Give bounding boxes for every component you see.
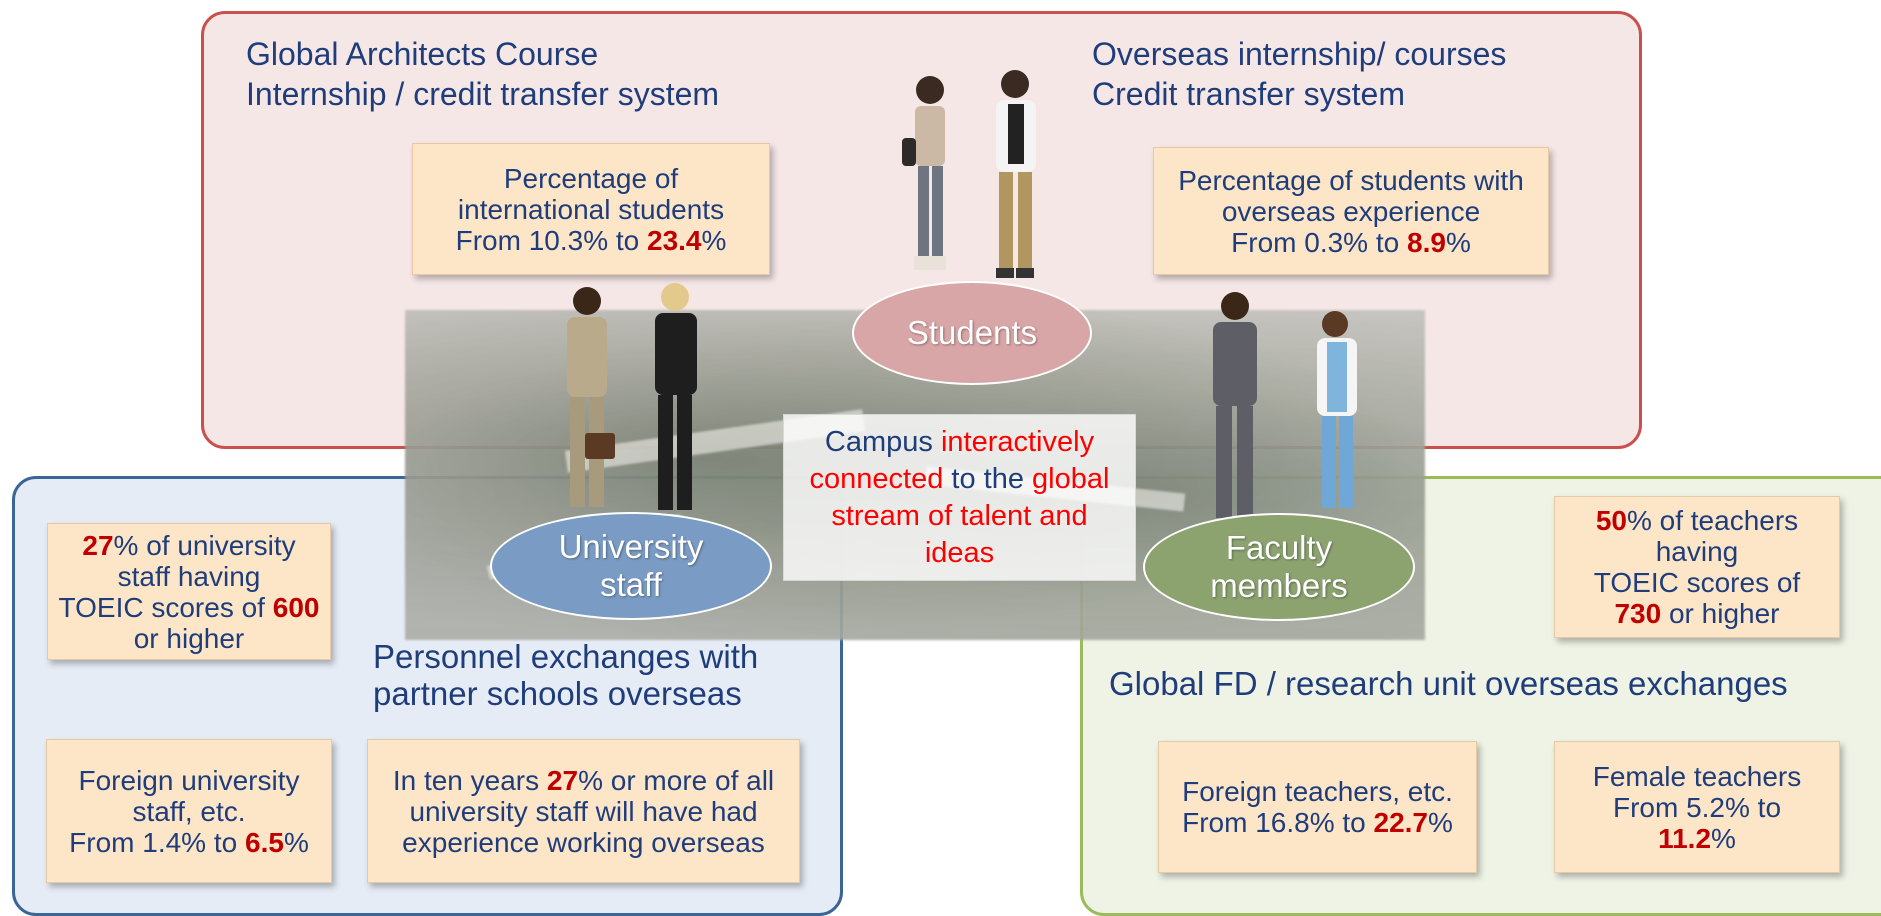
text: % — [701, 224, 727, 256]
text: % of teachers — [1626, 505, 1799, 536]
box-line: or higher — [133, 622, 245, 654]
box-line: From 16.8% to 22.7% — [1182, 807, 1453, 838]
faculty-people-image — [1213, 292, 1357, 518]
center-line: ideas — [924, 536, 995, 569]
red-text: connected — [809, 462, 944, 495]
students-left-heading: Global Architects Course Internship / cr… — [246, 34, 719, 114]
students-right-heading: Overseas internship/ courses Credit tran… — [1092, 34, 1506, 114]
heading-line: Overseas internship/ courses — [1092, 36, 1507, 72]
text: From 16.8% to — [1182, 807, 1374, 838]
text: % — [283, 826, 309, 858]
text: % — [1445, 226, 1471, 258]
box-line: TOEIC scores of — [1593, 567, 1801, 598]
box-line: having — [1655, 536, 1739, 567]
heading-line: Internship / credit transfer system — [246, 76, 720, 112]
center-line: Campus interactively — [825, 424, 1094, 461]
bubble-label: staff — [600, 566, 662, 603]
foreign-teachers-box: Foreign teachers, etc. From 16.8% to 22.… — [1158, 741, 1477, 873]
text: % or more of all — [578, 764, 775, 796]
text: From 1.4% to — [69, 826, 245, 858]
text: Campus — [824, 425, 941, 458]
heading-line: Global Architects Course — [246, 36, 599, 72]
box-line: overseas experience — [1221, 195, 1481, 227]
highlight-value: 27 — [82, 529, 114, 561]
center-line: connected to the global — [810, 461, 1110, 498]
box-line: In ten years 27% or more of all — [393, 765, 774, 796]
box-line: staff, etc. — [132, 795, 246, 827]
box-line: experience working overseas — [402, 826, 765, 858]
box-line: staff having — [117, 560, 261, 592]
text: to the — [943, 462, 1033, 495]
text: TOEIC scores of — [58, 591, 273, 623]
staff-overseas-experience-box: In ten years 27% or more of all universi… — [367, 739, 800, 883]
box-line: TOEIC scores of 600 — [59, 592, 320, 623]
red-text: global — [1032, 462, 1110, 495]
box-line: Foreign teachers, etc. — [1182, 776, 1453, 807]
box-line: Percentage of students with — [1178, 164, 1524, 196]
center-line: stream of talent and — [831, 499, 1088, 532]
text: % — [1711, 822, 1736, 854]
faculty-members-bubble: Faculty members — [1143, 513, 1415, 621]
university-staff-bubble: University staff — [490, 512, 772, 620]
bubble-label: members — [1210, 567, 1348, 604]
heading-line: partner schools overseas — [373, 675, 742, 712]
highlight-value: 11.2 — [1658, 822, 1712, 854]
text: or higher — [1661, 598, 1780, 629]
international-students-box: Percentage of international students Fro… — [412, 143, 770, 275]
heading-line: Global FD / research unit overseas excha… — [1109, 665, 1788, 702]
overseas-experience-box: Percentage of students with overseas exp… — [1153, 147, 1549, 275]
box-line: 730 or higher — [1614, 598, 1779, 629]
heading-line: Credit transfer system — [1092, 76, 1405, 112]
staff-people-image — [567, 283, 697, 510]
box-line: Female teachers — [1592, 760, 1802, 792]
box-line: From 5.2% to — [1612, 791, 1782, 823]
text: From 0.3% to — [1231, 226, 1407, 258]
students-bubble: Students — [852, 281, 1092, 385]
text: % of university — [113, 529, 296, 561]
box-line: international students — [457, 193, 725, 225]
highlight-value: 50 — [1595, 505, 1627, 536]
students-people-image — [902, 70, 1036, 278]
bubble-label: Faculty — [1225, 529, 1333, 566]
highlight-value: 23.4 — [647, 224, 702, 256]
red-text: interactively — [940, 425, 1095, 458]
highlight-value: 8.9 — [1407, 226, 1446, 258]
box-line: 11.2% — [1658, 823, 1736, 854]
box-line: Foreign university — [78, 764, 300, 796]
highlight-value: 6.5 — [245, 826, 284, 858]
highlight-value: 600 — [272, 591, 320, 623]
highlight-value: 22.7 — [1373, 807, 1429, 838]
text: % — [1428, 807, 1453, 838]
highlight-value: 27 — [546, 764, 579, 796]
highlight-value: 730 — [1614, 598, 1662, 629]
female-teachers-box: Female teachers From 5.2% to 11.2% — [1554, 741, 1840, 873]
box-line: 27% of university — [82, 530, 295, 561]
heading-line: Personnel exchanges with — [373, 638, 759, 675]
faculty-heading: Global FD / research unit overseas excha… — [1109, 664, 1788, 704]
box-line: university staff will have had — [409, 795, 758, 827]
campus-center-box: Campus interactively connected to the gl… — [783, 414, 1136, 581]
bubble-label: Students — [906, 314, 1038, 351]
staff-toeic-box: 27% of university staff having TOEIC sco… — [47, 523, 331, 660]
staff-heading: Personnel exchanges with partner schools… — [373, 638, 758, 712]
faculty-toeic-box: 50% of teachers having TOEIC scores of 7… — [1554, 496, 1840, 638]
text: In ten years — [392, 764, 547, 796]
text: From 10.3% to — [455, 224, 647, 256]
box-line: 50% of teachers — [1596, 505, 1798, 536]
box-line: From 1.4% to 6.5% — [69, 827, 309, 858]
bubble-label: University — [558, 528, 704, 565]
foreign-staff-box: Foreign university staff, etc. From 1.4%… — [46, 739, 332, 883]
box-line: From 10.3% to 23.4% — [456, 225, 727, 256]
box-line: From 0.3% to 8.9% — [1231, 227, 1471, 258]
box-line: Percentage of — [503, 162, 679, 194]
